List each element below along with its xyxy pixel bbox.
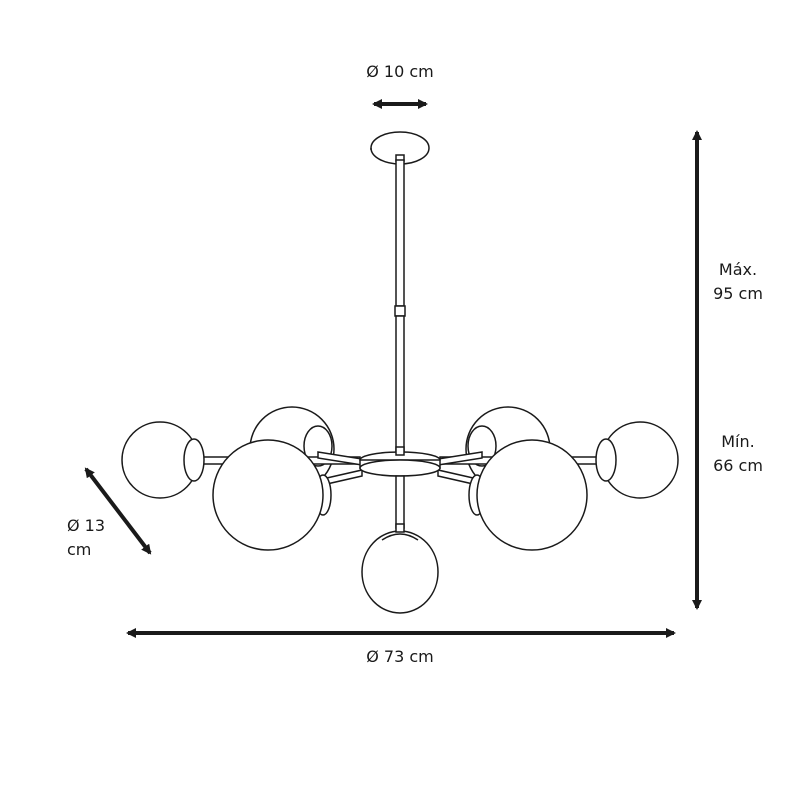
suspension-rod [394,159,406,453]
central-hub [359,446,441,477]
max-height-label-line2: 95 cm [713,284,763,303]
globe-front-left [212,439,332,551]
globe-diameter-label: Ø 13 cm [67,514,105,562]
globe-diameter-label-line1: Ø 13 [67,516,106,535]
globe-front-right [468,439,588,551]
min-height-label-line1: Mín. [721,432,755,451]
max-height-label-line1: Máx. [718,260,758,279]
total-diameter-label: Ø 73 cm [366,647,434,666]
min-height-label: Mín. 66 cm [700,430,776,478]
min-height-label-line2: 66 cm [713,456,763,475]
globe-diameter-label-line2: cm [67,540,92,559]
max-height-label: Máx. 95 cm [700,258,776,306]
globe-diameter-arrow [84,467,152,555]
canopy-diameter-label: Ø 10 cm [366,62,434,81]
globe-bottom [361,523,439,614]
